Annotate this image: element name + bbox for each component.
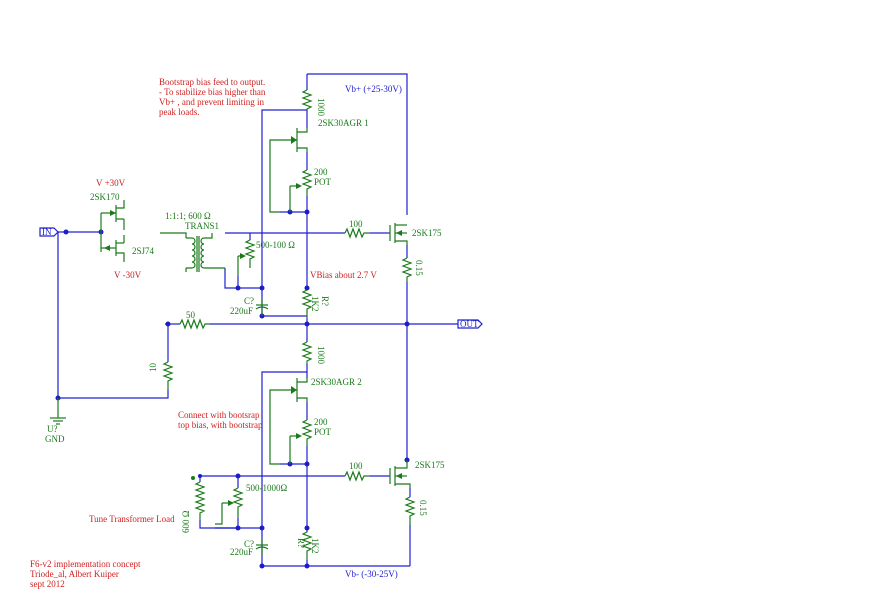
- r1k2-bot-ref: R?: [296, 538, 306, 548]
- pot-top-label: POT: [314, 177, 332, 187]
- junction-dot: [235, 473, 241, 479]
- res-1000-bot-label: 1000: [316, 346, 326, 365]
- v-minus30-label: V -30V: [114, 270, 142, 280]
- junction-dot: [259, 525, 265, 531]
- mosfet-2sk175-top: [389, 223, 408, 245]
- junction-dot: [304, 285, 310, 291]
- junction-dot: [304, 321, 310, 327]
- junction-dot: [165, 321, 171, 327]
- mosfet-2sk175-bot: [389, 460, 411, 488]
- gnd-label: GND: [45, 434, 65, 444]
- res-015-bot-label: 0.15: [418, 500, 428, 516]
- gnd-ref-label: U?: [47, 424, 58, 434]
- bootstrap-note-4: peak loads.: [159, 107, 200, 117]
- connect-note-1: Connect with bootsrap: [178, 410, 260, 420]
- capacitor-220uf-top: [255, 300, 269, 316]
- bootstrap-note-3: Vb+ , and prevent limiting in: [159, 97, 265, 107]
- r1k2-top-label: 1K2: [310, 296, 320, 312]
- jfet-2sk30-top: [269, 128, 308, 213]
- in-port-label: IN: [42, 227, 52, 237]
- resistor-1000-bot: [301, 341, 313, 364]
- resistor-50: [179, 318, 210, 330]
- in-port: IN: [39, 227, 59, 237]
- res-1000-top-label: 1000: [316, 98, 326, 117]
- out-port: OUT: [457, 319, 483, 329]
- footer-line-1: F6-v2 implementation concept: [30, 559, 141, 569]
- junction-dots: [55, 209, 410, 569]
- tune-note: Tune Transformer Load: [89, 514, 175, 524]
- resistor-015-bot: [404, 496, 416, 525]
- transformer-ratio: 1:1:1; 600 Ω: [165, 211, 211, 221]
- q-2sk170-label: 2SK170: [90, 192, 120, 202]
- junction-dot: [304, 525, 310, 531]
- ground-symbol: [50, 398, 66, 425]
- junction-dot: [198, 474, 202, 478]
- vb-minus-label: Vb- (-30-25V): [345, 569, 398, 579]
- resistor-10: [162, 361, 174, 390]
- res-600-label: 600 Ω: [181, 510, 191, 533]
- pot-bot-label: POT: [314, 427, 332, 437]
- resistor-1k2-bot: [301, 531, 313, 560]
- cap-top-value: 220uF: [230, 306, 253, 316]
- pot-500-bot: [215, 487, 244, 525]
- junction-dot: [259, 563, 265, 569]
- pot-500-top: [237, 239, 256, 276]
- junction-dot: [63, 229, 69, 235]
- resistor-1k2-top: [301, 289, 313, 318]
- vbias-note: VBias about 2.7 V: [310, 270, 377, 280]
- pot-bot-value: 200: [314, 417, 328, 427]
- v-plus30-label: V +30V: [96, 178, 126, 188]
- annotations: Bootstrap bias feed to output. - To stab…: [30, 77, 445, 589]
- junction-dot: [259, 285, 265, 291]
- cap-bot-name: C?: [244, 539, 254, 549]
- r1k2-bot-label: 1K2: [310, 538, 320, 554]
- pot-top-value: 200: [314, 167, 328, 177]
- res-50-label: 50: [186, 310, 196, 320]
- res-10-label: 10: [148, 363, 158, 373]
- junction-dot: [304, 209, 310, 215]
- pot-200-bot: [289, 419, 313, 464]
- transformer-trans1: [160, 232, 225, 272]
- transformer-name: TRANS1: [185, 221, 219, 231]
- junction-dot: [235, 525, 241, 531]
- jfet-top-label: 2SK30AGR 1: [318, 118, 369, 128]
- capacitor-220uf-bot: [255, 540, 269, 556]
- q-2sj74-label: 2SJ74: [132, 246, 155, 256]
- res-100-bot-label: 100: [349, 461, 363, 471]
- resistor-015-top: [401, 257, 413, 282]
- jfet-2sj74: [101, 235, 125, 262]
- jfet-2sk30-bot: [269, 378, 308, 465]
- vb-plus-label: Vb+ (+25-30V): [345, 84, 402, 94]
- junction-dot: [304, 563, 310, 569]
- cap-top-name: C?: [244, 296, 254, 306]
- pot-500-top-label: 500-100 Ω: [256, 240, 295, 250]
- resistor-100-top: [344, 227, 370, 239]
- junction-dot: [304, 461, 310, 467]
- pot-500-bot-label: 500-1000Ω: [246, 483, 287, 493]
- resistor-600: [194, 481, 206, 520]
- r1k2-top-ref: R?: [320, 296, 330, 306]
- connect-note-2: top bias, with bootstrap: [178, 420, 263, 430]
- jfet-bot-label: 2SK30AGR 2: [311, 377, 362, 387]
- pot-200-top: [289, 169, 313, 212]
- wires: [57, 73, 458, 567]
- mosfet-top-label: 2SK175: [412, 228, 442, 238]
- footer-line-3: sept 2012: [30, 579, 65, 589]
- out-port-label: OUT: [460, 319, 479, 329]
- junction-dot: [404, 321, 410, 327]
- bootstrap-note-1: Bootstrap bias feed to output.: [159, 77, 265, 87]
- footer-line-2: Triode_al, Albert Kuiper: [30, 569, 119, 579]
- junction-dot: [235, 285, 241, 291]
- resistor-100-bot: [344, 470, 370, 482]
- resistor-1000-top: [301, 89, 313, 110]
- res-100-top-label: 100: [349, 219, 363, 229]
- res-015-top-label: 0.15: [414, 260, 424, 276]
- cap-bot-value: 220uF: [230, 547, 253, 557]
- mosfet-bot-label: 2SK175: [415, 460, 445, 470]
- jfet-2sk170: [100, 200, 125, 252]
- bootstrap-note-2: - To stabilize bias higher than: [159, 87, 266, 97]
